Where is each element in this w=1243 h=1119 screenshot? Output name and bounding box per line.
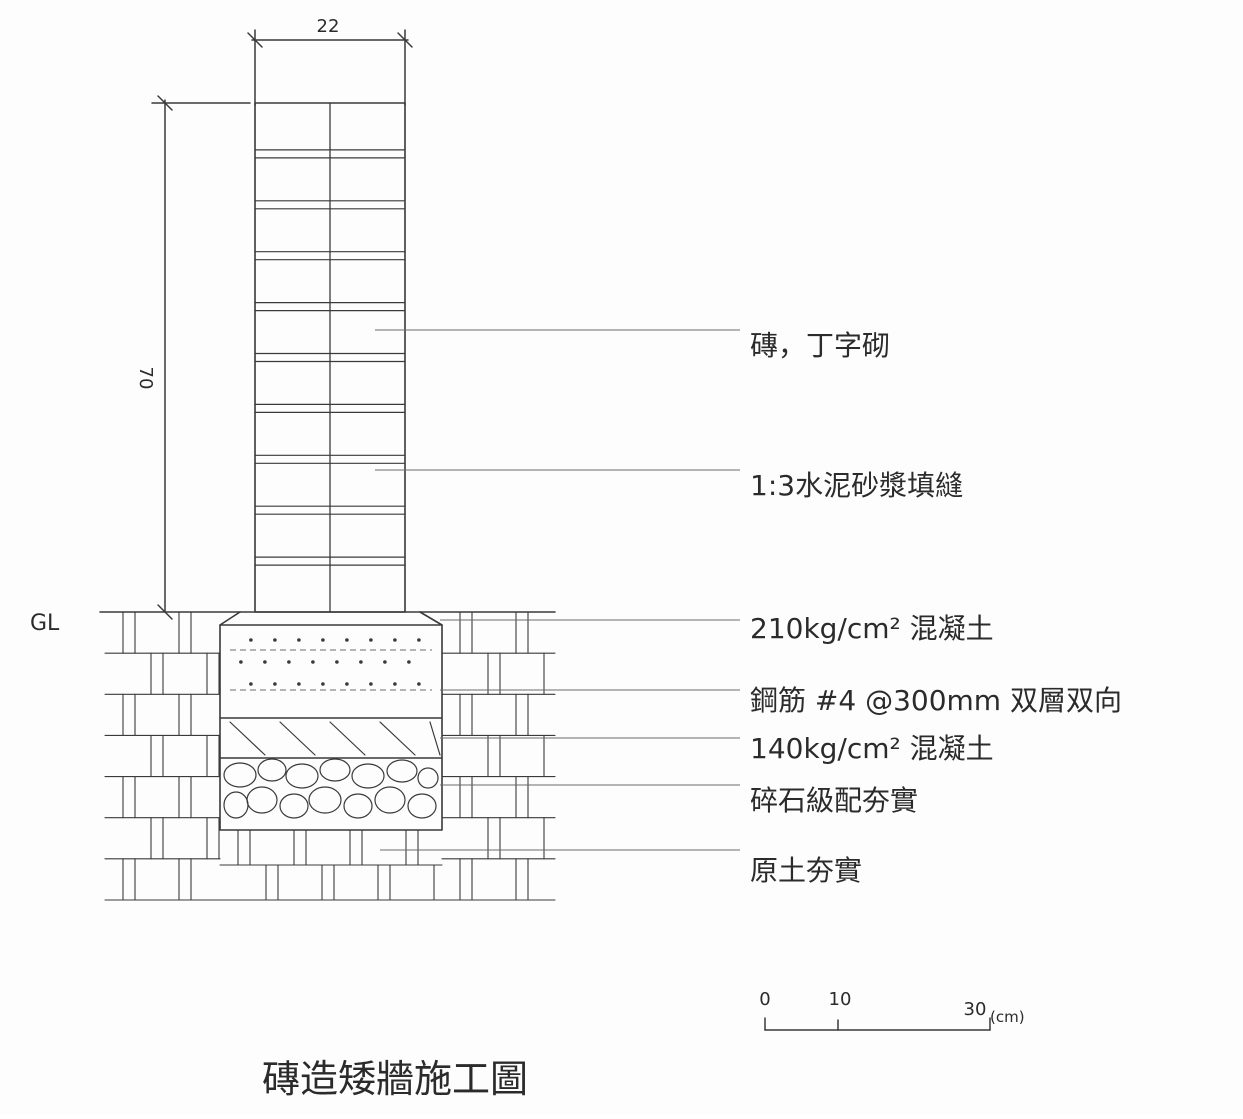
callout-labels: 磚，丁字砌 1:3水泥砂漿填縫 210kg/cm² 混凝土 鋼筋 #4 @300… <box>750 329 1122 887</box>
gravel-stone <box>343 793 373 819</box>
gravel-stone <box>407 793 437 819</box>
callout-concrete-210: 210kg/cm² 混凝土 <box>750 612 994 645</box>
hatch-line <box>379 721 416 756</box>
footing <box>219 611 443 831</box>
gravel-stone <box>417 767 439 789</box>
soil-pattern-bottom <box>219 829 443 901</box>
brick-wall <box>254 102 406 613</box>
aggregate-dot <box>287 660 291 664</box>
aggregate-dot <box>369 638 373 642</box>
aggregate-dot <box>249 682 253 686</box>
gravel-stone <box>374 786 406 814</box>
aggregate-dot <box>345 638 349 642</box>
ground-line-label: GL <box>30 611 60 636</box>
aggregate-dot <box>297 682 301 686</box>
aggregate-dot <box>407 660 411 664</box>
hatch-line <box>229 721 266 756</box>
gravel-stone <box>257 758 287 782</box>
gravel-stone <box>246 786 278 814</box>
gravel-stone <box>223 762 257 788</box>
aggregate-dot <box>383 660 387 664</box>
aggregate-dot <box>345 682 349 686</box>
ground-line: GL <box>30 611 556 636</box>
crushed-stone-layer <box>223 758 439 819</box>
callout-mortar: 1:3水泥砂漿填縫 <box>750 469 963 502</box>
aggregate-dot <box>393 638 397 642</box>
aggregate-dot <box>321 682 325 686</box>
scale-bar: 0 10 30 (cm) <box>759 989 1025 1031</box>
soil-pattern-right <box>441 611 556 901</box>
height-dimension-label: 70 <box>135 367 156 390</box>
soil-pattern-left <box>104 611 221 901</box>
aggregate-dot <box>263 660 267 664</box>
callout-brick: 磚，丁字砌 <box>750 329 890 362</box>
aggregate-dot <box>369 682 373 686</box>
scale-tick-10: 10 <box>829 989 852 1010</box>
gravel-stone <box>351 763 385 789</box>
width-dimension-label: 22 <box>317 16 340 37</box>
aggregate-dot <box>239 660 243 664</box>
aggregate-dot <box>297 638 301 642</box>
gravel-stone <box>285 763 319 789</box>
leader-lines <box>375 329 740 851</box>
height-dimension: 70 <box>135 95 251 620</box>
hatch-line <box>429 721 441 756</box>
drawing-title: 磚造矮牆施工圖 <box>262 1057 528 1101</box>
callout-rebar: 鋼筋 #4 @300mm 双層双向 <box>750 684 1122 717</box>
aggregate-dot <box>249 638 253 642</box>
aggregate-dot <box>335 660 339 664</box>
aggregate-dot <box>273 682 277 686</box>
width-dimension: 22 <box>247 16 413 106</box>
aggregate-dot <box>359 660 363 664</box>
hatch-line <box>279 721 316 756</box>
concrete-140-layer <box>229 721 441 756</box>
hatch-line <box>329 721 366 756</box>
aggregate-dot <box>393 682 397 686</box>
aggregate-dot <box>417 682 421 686</box>
aggregate-dot <box>417 638 421 642</box>
scale-tick-30: 30 <box>964 999 987 1020</box>
concrete-210-layer <box>230 638 432 691</box>
scale-unit: (cm) <box>990 1008 1025 1026</box>
callout-concrete-140: 140kg/cm² 混凝土 <box>750 732 994 765</box>
gravel-stone <box>319 758 351 782</box>
callout-crushed-stone: 碎石級配夯實 <box>750 784 918 817</box>
gravel-stone <box>308 786 342 814</box>
gravel-stone <box>386 759 418 783</box>
callout-native-soil: 原土夯實 <box>750 854 862 887</box>
gravel-stone <box>223 791 249 819</box>
gravel-stone <box>279 793 309 819</box>
scale-tick-0: 0 <box>759 989 770 1010</box>
aggregate-dot <box>311 660 315 664</box>
aggregate-dot <box>273 638 277 642</box>
aggregate-dot <box>321 638 325 642</box>
